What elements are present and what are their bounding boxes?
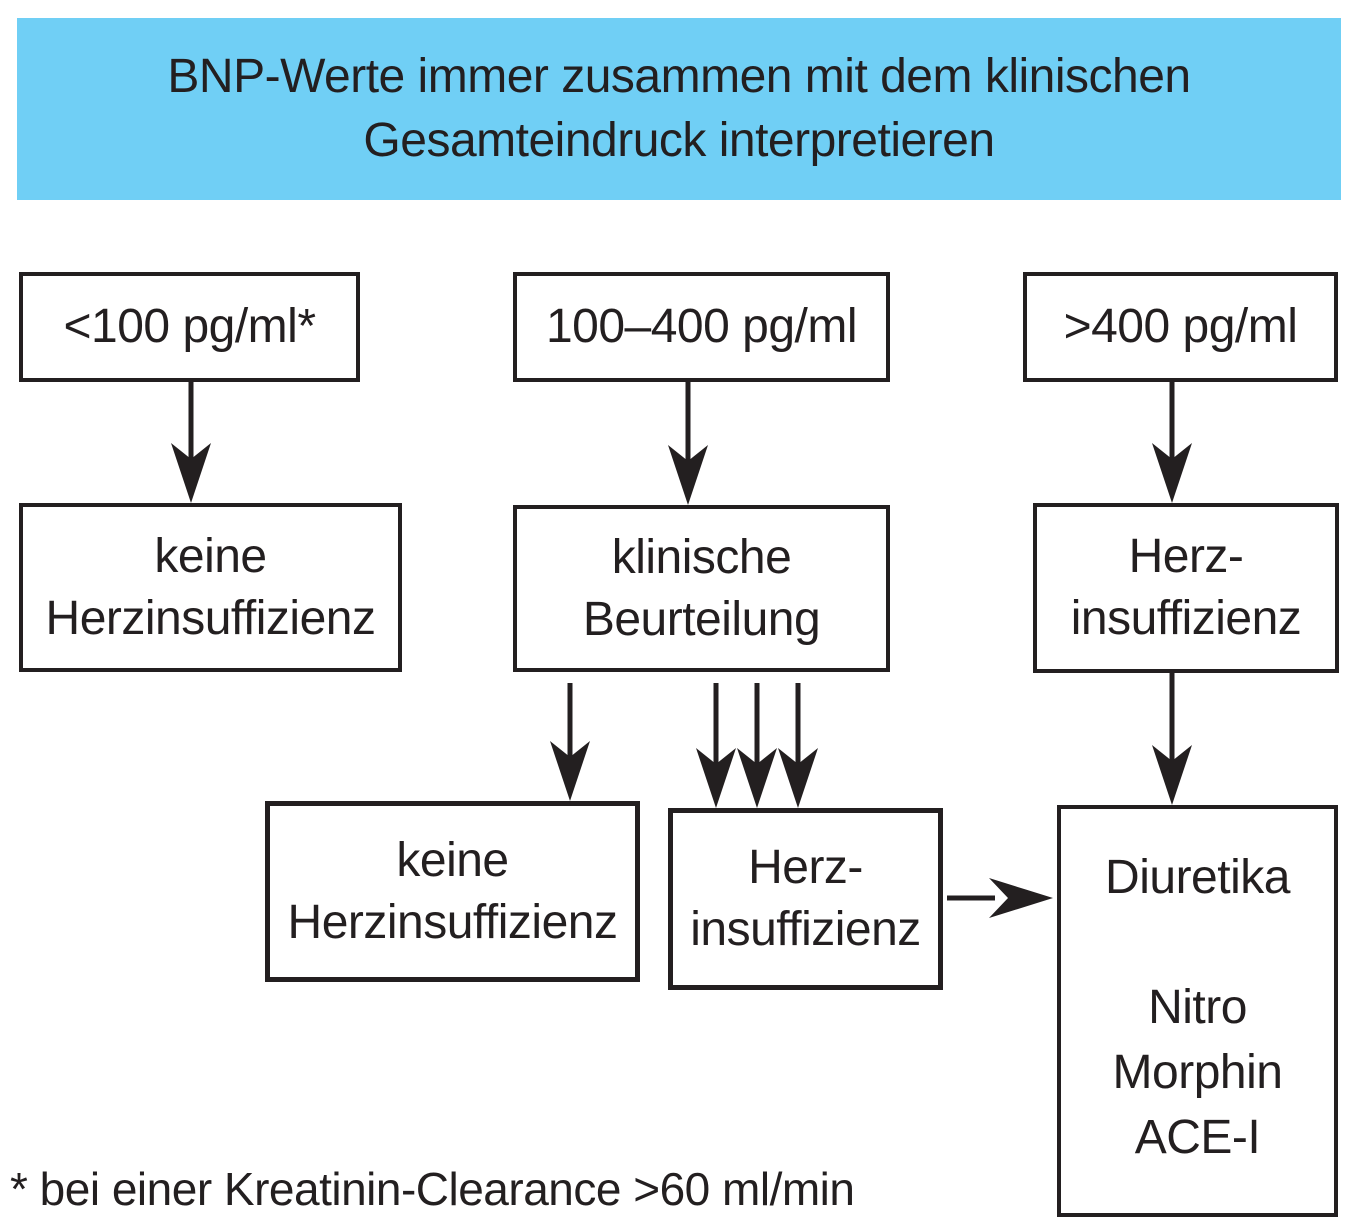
- banner-line-2: Gesamteindruck interpretieren: [363, 114, 995, 167]
- arrow-bnp-high-down: [1152, 382, 1192, 503]
- arrow-bnp-low-down: [171, 382, 211, 503]
- box-bnp-low-label: <100 pg/ml*: [63, 300, 316, 353]
- box-no-heart-failure-left-line1: keine: [154, 529, 267, 583]
- box-no-heart-failure-bottom: keine Herzinsuffizienz: [265, 801, 640, 982]
- arrow-hf-to-therapy: [947, 878, 1053, 918]
- box-bnp-high-label: >400 pg/ml: [1063, 300, 1298, 353]
- arrow-clinical-to-hf-2: [737, 683, 777, 808]
- box-bnp-low: <100 pg/ml*: [19, 272, 360, 382]
- box-clinical-assessment-line1: klinische: [611, 530, 792, 584]
- box-therapy: Diuretika Nitro Morphin ACE-I: [1057, 805, 1338, 1217]
- arrow-clinical-to-hf-3: [778, 683, 818, 808]
- banner: BNP-Werte immer zusammen mit dem klinisc…: [17, 18, 1341, 200]
- footnote: * bei einer Kreatinin-Clearance >60 ml/m…: [10, 1163, 855, 1215]
- box-therapy-morphin: Morphin: [1112, 1046, 1283, 1099]
- box-heart-failure-right: Herz- insuffizienz: [1033, 503, 1339, 673]
- box-therapy-nitro: Nitro: [1148, 981, 1247, 1034]
- box-no-heart-failure-bottom-line1: keine: [396, 833, 509, 887]
- arrow-hf-right-down: [1152, 673, 1192, 805]
- box-clinical-assessment: klinische Beurteilung: [513, 505, 890, 672]
- arrow-bnp-mid-down: [668, 382, 708, 505]
- box-no-heart-failure-left-line2: Herzinsuffizienz: [45, 591, 376, 645]
- box-clinical-assessment-line2: Beurteilung: [582, 592, 821, 646]
- arrow-clinical-to-no-hf: [550, 683, 590, 801]
- box-bnp-high: >400 pg/ml: [1023, 272, 1338, 382]
- box-heart-failure-bottom-line1: Herz-: [748, 841, 863, 894]
- box-therapy-diuretika: Diuretika: [1105, 851, 1290, 904]
- box-heart-failure-right-line1: Herz-: [1128, 530, 1244, 583]
- box-heart-failure-right-line2: insuffizienz: [1070, 592, 1302, 645]
- banner-line-1: BNP-Werte immer zusammen mit dem klinisc…: [167, 50, 1191, 103]
- box-no-heart-failure-bottom-line2: Herzinsuffizienz: [287, 895, 618, 949]
- box-therapy-ace-i: ACE-I: [1134, 1111, 1261, 1164]
- box-heart-failure-bottom: Herz- insuffizienz: [668, 808, 943, 990]
- box-bnp-mid: 100–400 pg/ml: [513, 272, 890, 382]
- arrow-clinical-to-hf-1: [696, 683, 736, 808]
- box-no-heart-failure-left: keine Herzinsuffizienz: [19, 503, 402, 672]
- box-bnp-mid-label: 100–400 pg/ml: [545, 300, 858, 353]
- box-heart-failure-bottom-line2: insuffizienz: [690, 903, 921, 956]
